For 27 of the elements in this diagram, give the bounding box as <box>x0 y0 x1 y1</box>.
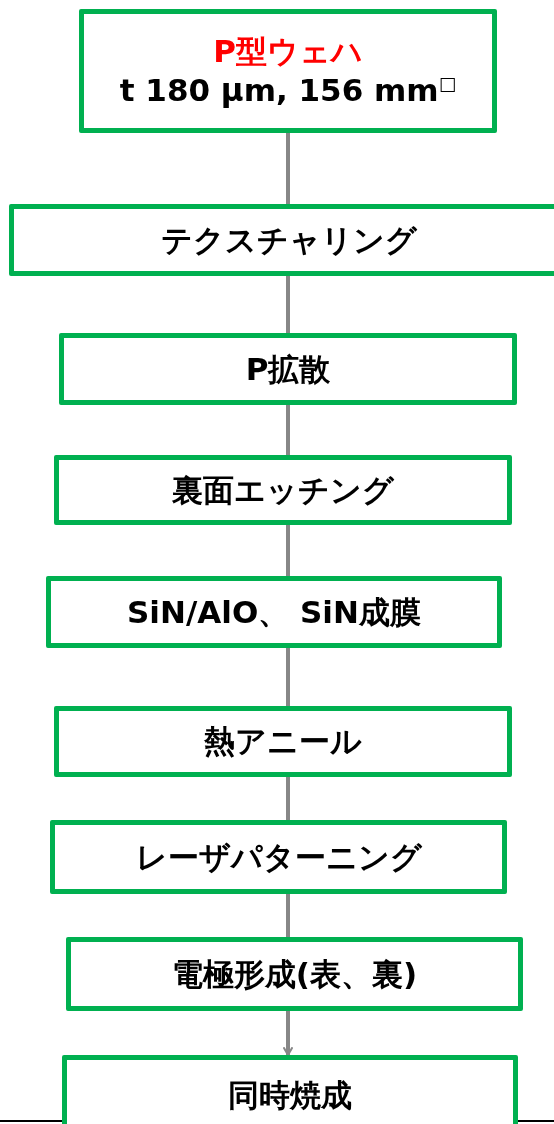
process-box <box>66 937 523 1011</box>
step-detail: t 180 μm, 156 mm$^{□}$ <box>119 71 457 110</box>
connector-line <box>286 133 290 204</box>
step-label: 裏面エッチング <box>172 470 394 510</box>
step-label: SiN/AlO、 SiN成膜 <box>127 592 421 632</box>
connector-line <box>286 405 290 455</box>
arrow <box>283 1011 293 1056</box>
process-box <box>50 820 507 894</box>
step-title: P型ウェハ <box>213 32 363 71</box>
process-box <box>59 333 517 405</box>
step-label: 同時焼成 <box>228 1075 352 1115</box>
connector-line <box>286 894 290 937</box>
process-box <box>46 576 502 648</box>
process-box <box>54 706 512 777</box>
connector-line <box>286 525 290 576</box>
process-box <box>54 455 512 525</box>
step-label: 熱アニール <box>204 722 362 761</box>
step-label: テクスチャリング <box>161 220 417 260</box>
connector-line <box>286 276 290 333</box>
step-label: 電極形成(表、裏) <box>171 954 418 994</box>
connector-line <box>286 777 290 820</box>
process-box <box>79 9 497 133</box>
process-box <box>9 204 554 276</box>
process-box <box>62 1055 518 1124</box>
step-label: レーザパターニング <box>135 837 422 877</box>
step-label: P拡散 <box>245 349 331 389</box>
connector-line <box>286 648 290 706</box>
